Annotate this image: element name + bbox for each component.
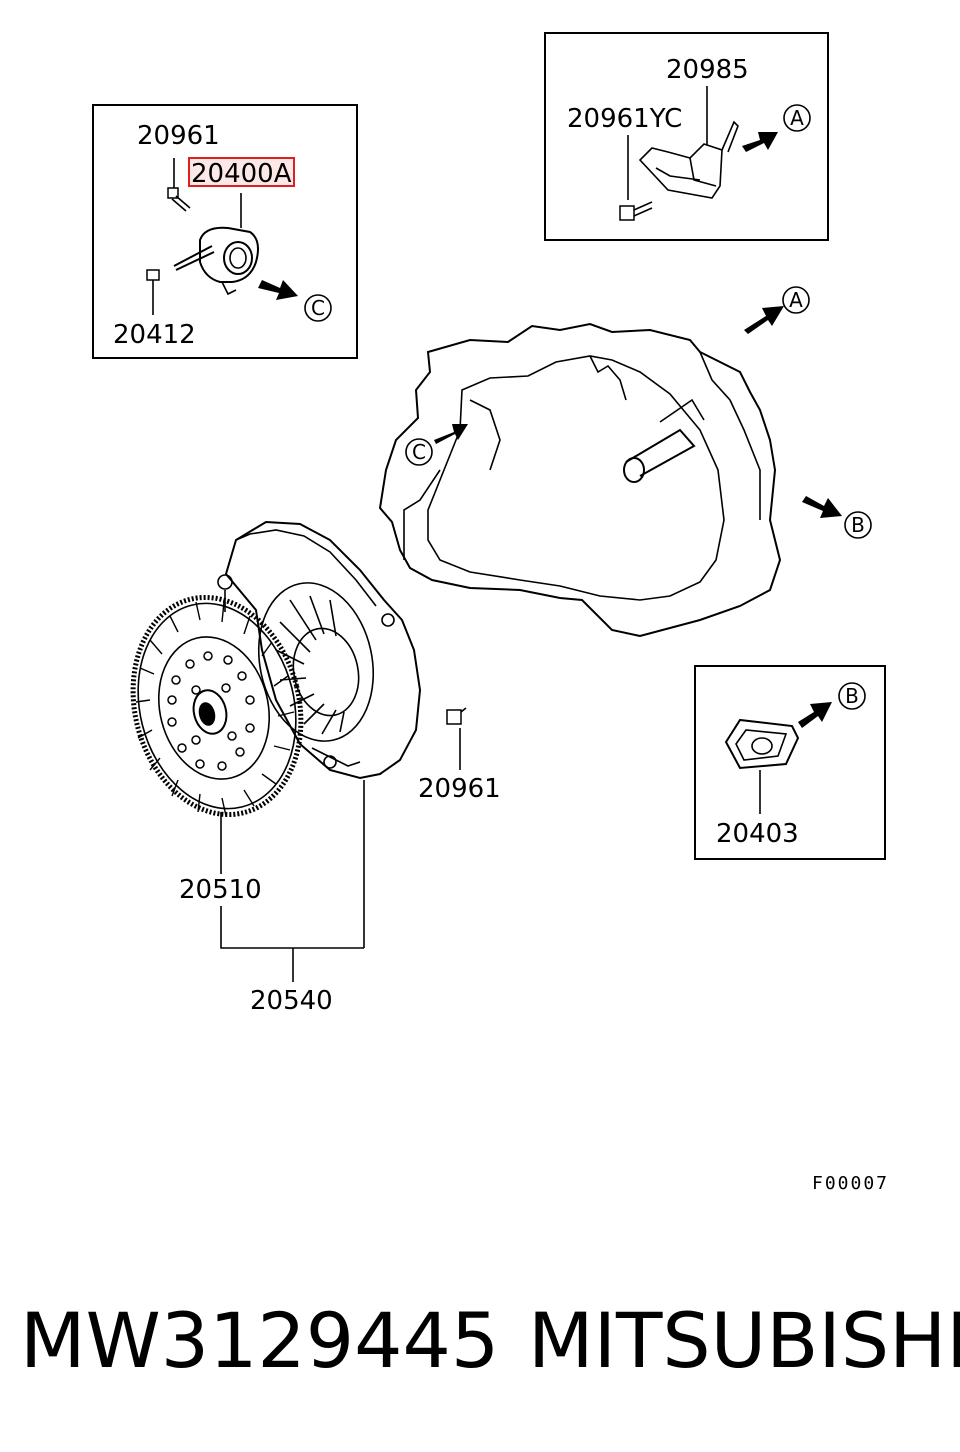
callout-b-housing: B bbox=[851, 513, 865, 537]
arrow-icon bbox=[802, 496, 842, 518]
callout-circle-a2 bbox=[782, 286, 810, 314]
figure-code: F00007 bbox=[812, 1173, 889, 1194]
small-bolt-icon bbox=[146, 269, 160, 315]
transmission-housing bbox=[378, 322, 782, 638]
bolt-icon bbox=[446, 707, 467, 770]
callout-circle-c2 bbox=[405, 438, 433, 466]
callout-a-inset: A bbox=[790, 106, 804, 130]
callout-circle-b2 bbox=[838, 682, 866, 710]
brand-name: MITSUBISHI bbox=[528, 1296, 960, 1385]
label-20403: 20403 bbox=[716, 819, 799, 849]
callout-b-inset: B bbox=[845, 684, 859, 708]
arrow-icon bbox=[434, 424, 468, 444]
bracket-inset: 20985 20961YC A bbox=[544, 32, 829, 241]
label-20540: 20540 bbox=[250, 986, 333, 1016]
clutch-disc bbox=[130, 594, 304, 818]
label-20412: 20412 bbox=[113, 320, 196, 350]
bracket-icon bbox=[638, 120, 739, 199]
arrow-icon bbox=[798, 702, 832, 728]
label-20985: 20985 bbox=[666, 55, 749, 85]
callout-a-housing: A bbox=[789, 288, 803, 312]
release-bearing-icon bbox=[173, 226, 259, 296]
release-bearing-inset: 20961 20400A 20412 C bbox=[92, 104, 358, 359]
label-20400A[interactable]: 20400A bbox=[191, 159, 292, 189]
arrow-icon bbox=[742, 132, 778, 152]
dust-boot-icon bbox=[724, 718, 800, 770]
clutch-cover bbox=[217, 520, 422, 780]
callout-circle-b bbox=[844, 511, 872, 539]
arrow-icon bbox=[744, 306, 784, 334]
callout-c: C bbox=[311, 296, 325, 320]
bolt-icon bbox=[619, 201, 653, 221]
label-20961-mid: 20961 bbox=[418, 774, 501, 804]
callout-circle-a bbox=[783, 104, 811, 132]
label-20961-top: 20961 bbox=[137, 121, 220, 151]
bolt-icon bbox=[167, 187, 191, 212]
label-20961YC: 20961YC bbox=[567, 104, 682, 134]
callout-circle-c bbox=[304, 294, 332, 322]
boot-inset: 20403 B bbox=[694, 665, 886, 860]
arrow-icon bbox=[258, 280, 298, 300]
label-20510: 20510 bbox=[179, 875, 262, 905]
part-number: MW3129445 bbox=[20, 1296, 500, 1385]
highlight-box-20400A bbox=[188, 157, 295, 187]
callout-c-housing: C bbox=[412, 440, 426, 464]
